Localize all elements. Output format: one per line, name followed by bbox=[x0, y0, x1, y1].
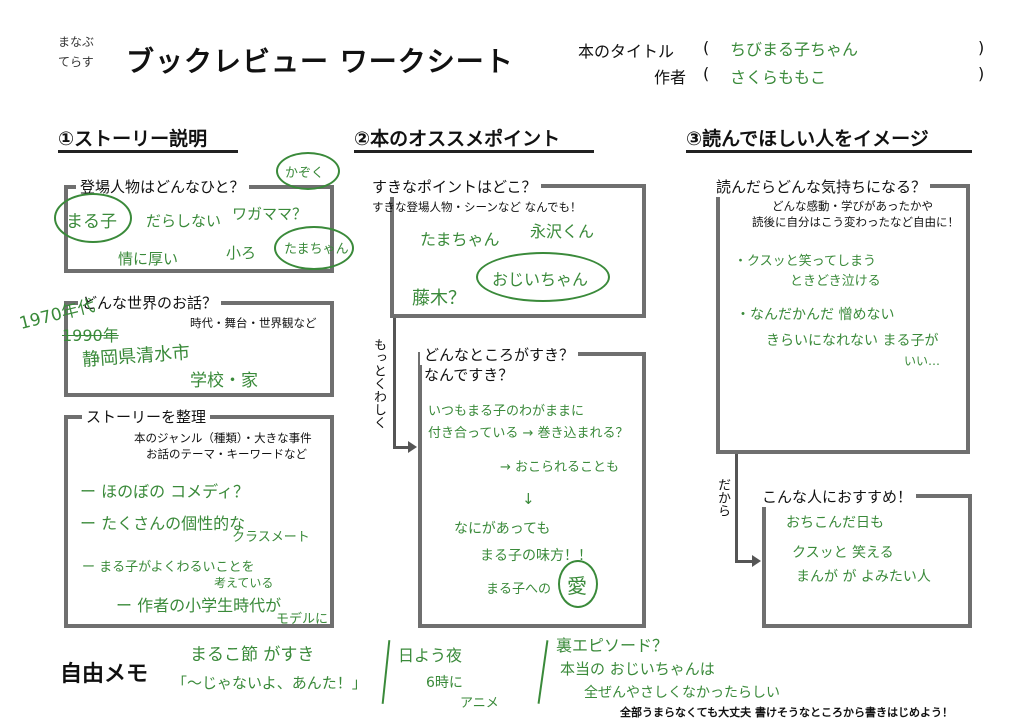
rec-line-2: クスッと 笑える bbox=[792, 545, 894, 561]
story-sub-2: お話のテーマ・キーワードなど bbox=[146, 447, 307, 461]
hand-small: 小ろ bbox=[226, 244, 257, 262]
why-line-2: 付き合っている → 巻き込まれる？ bbox=[428, 426, 629, 441]
story-line-1: ー ほのぼの コメディ？ bbox=[80, 482, 250, 501]
why-line-1: いつもまる子のわがままに bbox=[428, 404, 585, 419]
side-note-more: もっとくわしく bbox=[371, 338, 386, 429]
feeling-line-2: ときどき泣ける bbox=[790, 274, 881, 289]
why-label: どんなところがすき？ bbox=[420, 344, 579, 365]
memo-c1: 裏エピソード？ bbox=[556, 636, 669, 655]
memo-b1: 日よう夜 bbox=[398, 646, 463, 665]
story-line-3b: 考えている bbox=[214, 576, 274, 590]
rec-line-1: おちこんだ日も bbox=[786, 515, 884, 531]
arrow-connector-2h bbox=[735, 560, 755, 563]
story-line-2b: クラスメート bbox=[232, 530, 310, 545]
author-label: 作者 bbox=[654, 68, 687, 87]
footer-note: 全部うまらなくても大丈夫 書けそうなところから書きはじめよう！ bbox=[620, 706, 953, 719]
fav-d: おじいちゃん bbox=[492, 270, 589, 289]
world-label: どんな世界のお話？ bbox=[78, 292, 222, 313]
memo-divider-1 bbox=[381, 640, 391, 704]
logo-line-2: てらす bbox=[58, 55, 94, 69]
arrow-connector-1 bbox=[393, 318, 396, 448]
memo-c2: 本当の おじいちゃんは bbox=[560, 660, 715, 678]
memo-divider-2 bbox=[537, 640, 549, 704]
story-line-3: ー まる子がよくわるいことを bbox=[82, 560, 255, 575]
logo: まなぶ てらす bbox=[58, 34, 114, 70]
hand-family: かぞく bbox=[285, 166, 325, 181]
feeling-line-4: きらいになれない まる子が bbox=[766, 333, 939, 349]
hand-kind: 情に厚い bbox=[118, 250, 179, 268]
world-sub: 時代・舞台・世界観など bbox=[190, 316, 317, 330]
why-line-3: → おこられることも bbox=[500, 460, 620, 475]
story-line-4: ー 作者の小学生時代が bbox=[116, 596, 282, 615]
memo-b2: 6時に bbox=[426, 675, 463, 691]
arrow-head-2 bbox=[752, 555, 761, 567]
arrow-connector-2 bbox=[735, 454, 738, 562]
page-title: ブックレビュー ワークシート bbox=[126, 45, 514, 78]
family-circle bbox=[276, 152, 340, 190]
book-title-value: ちびまる子ちゃん bbox=[730, 40, 859, 59]
story-sub-1: 本のジャンル（種類）・大きな事件 bbox=[134, 431, 312, 445]
author-value: さくらももこ bbox=[730, 68, 827, 87]
book-title-label: 本のタイトル bbox=[578, 42, 675, 61]
section1-heading: ①ストーリー説明 bbox=[58, 128, 208, 150]
hand-trait1: だらしない bbox=[146, 212, 222, 230]
arrow-head-1 bbox=[408, 441, 417, 453]
tama-circle bbox=[274, 226, 354, 270]
name-circle bbox=[54, 193, 132, 243]
section2-heading: ②本のオススメポイント bbox=[354, 128, 561, 150]
side-note-therefore: だから bbox=[715, 478, 730, 517]
section2-underline bbox=[354, 150, 594, 153]
recommend-label: こんな人におすすめ！ bbox=[758, 486, 917, 507]
memo-a1: まるこ節 がすき bbox=[190, 645, 315, 665]
hand-trait2: ワガママ？ bbox=[232, 205, 308, 223]
story-line-4b: モデルに bbox=[276, 612, 329, 627]
feeling-line-3: ・なんだかんだ 憎めない bbox=[736, 307, 895, 323]
author-paren-close: ) bbox=[978, 64, 985, 83]
feeling-line-1: ・クスッと笑ってしまう bbox=[734, 254, 876, 269]
why-love: 愛 bbox=[567, 574, 587, 598]
favorite-sub: すきな登場人物・シーンなど なんでも！ bbox=[372, 200, 582, 214]
arrow-connector-1h bbox=[393, 446, 411, 449]
story-label: ストーリーを整理 bbox=[82, 406, 211, 427]
section3-heading: ③読んでほしい人をイメージ bbox=[686, 128, 929, 150]
hand-name: まる子 bbox=[66, 212, 117, 232]
logo-line-1: まなぶ bbox=[58, 35, 95, 49]
feeling-line-5: いい… bbox=[904, 354, 941, 368]
memo-label: 自由メモ bbox=[60, 662, 149, 687]
why-line-5: まる子の味方！！ bbox=[480, 548, 592, 564]
why-arrow: ↓ bbox=[522, 490, 535, 508]
book-title-paren-open: ( bbox=[703, 38, 710, 57]
section3-underline bbox=[686, 150, 972, 153]
memo-a2: 「〜じゃないよ、あんた！」 bbox=[172, 674, 367, 692]
fav-d-circle bbox=[476, 252, 610, 302]
why-line-4: なにがあっても bbox=[454, 521, 551, 537]
book-title-paren-close: ) bbox=[978, 38, 985, 57]
fav-b: 永沢くん bbox=[530, 222, 595, 241]
memo-b3: アニメ bbox=[460, 696, 499, 711]
characters-label: 登場人物はどんなひと？ bbox=[76, 176, 249, 197]
fav-c: 藤木？ bbox=[412, 288, 466, 309]
hand-school: 学校・家 bbox=[190, 371, 258, 391]
favorite-label: すきなポイントはどこ？ bbox=[368, 176, 541, 197]
memo-c3: 全ぜんやさしくなかったらしい bbox=[584, 685, 780, 701]
story-line-2: ー たくさんの個性的な bbox=[80, 514, 246, 533]
why-label-2: なんですき？ bbox=[424, 366, 514, 384]
rec-line-3: まんが が よみたい人 bbox=[796, 569, 931, 585]
hand-struck: 1990年 bbox=[62, 326, 119, 345]
hand-tama: たまちゃん bbox=[284, 242, 349, 257]
fav-a: たまちゃん bbox=[420, 230, 500, 249]
author-paren-open: ( bbox=[703, 64, 710, 83]
why-line-6: まる子への bbox=[486, 582, 552, 597]
love-circle bbox=[558, 560, 598, 608]
feeling-sub-1: どんな感動・学びがあったかや bbox=[772, 199, 933, 213]
feeling-sub-2: 読後に自分はこう変わったなど自由に！ bbox=[752, 215, 959, 229]
section1-underline bbox=[58, 150, 238, 153]
feeling-label: 読んだらどんな気持ちになる？ bbox=[712, 176, 931, 197]
